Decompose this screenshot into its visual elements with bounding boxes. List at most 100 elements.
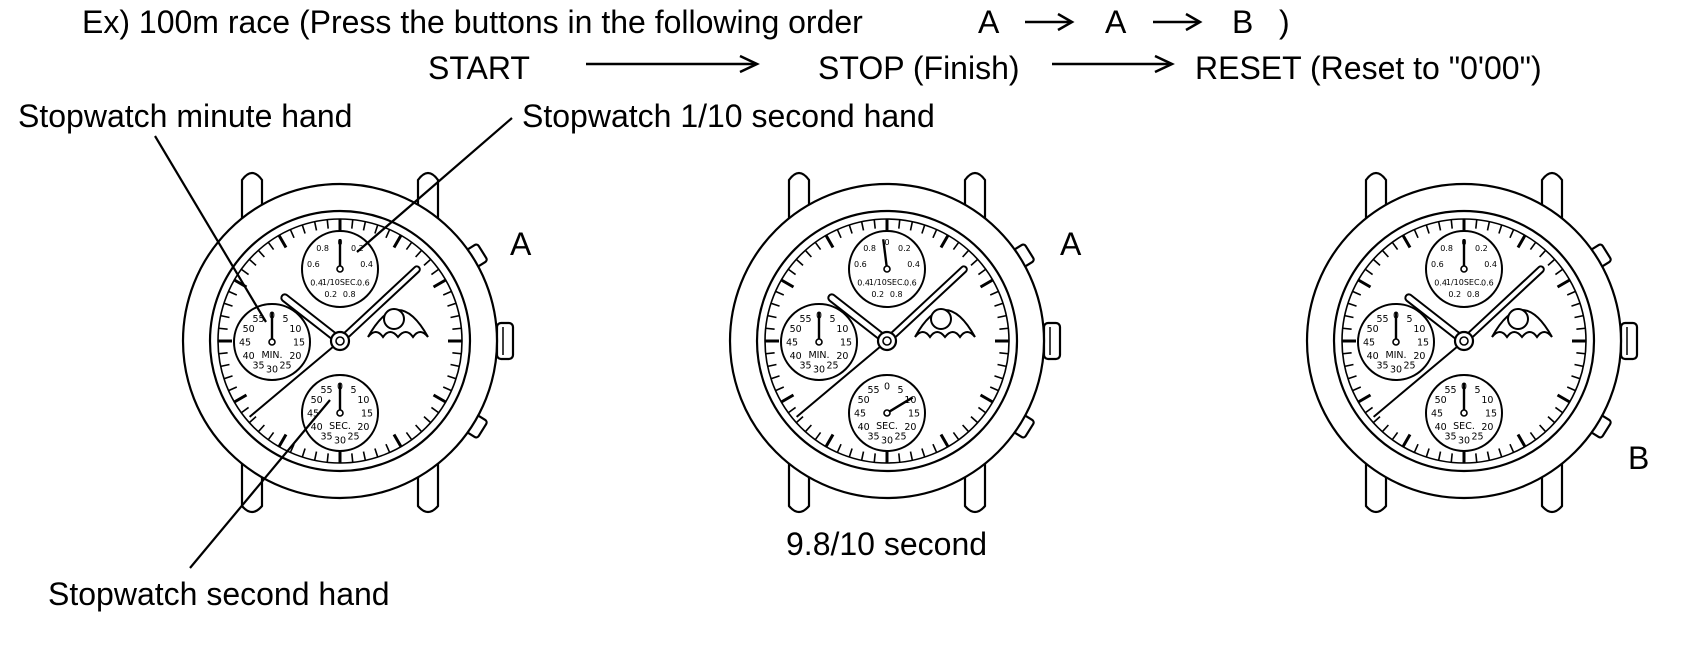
- tenth-subdial-label: 0.2: [871, 290, 884, 299]
- second-subdial-unit: SEC.: [876, 421, 898, 432]
- minute-subdial-label: 50: [790, 324, 802, 335]
- dial-tick: [814, 241, 822, 251]
- second-subdial-pin: [1460, 409, 1468, 417]
- dial-tick: [765, 352, 775, 355]
- dial-tick: [1401, 234, 1412, 249]
- tenth-subdial-label: 0.6: [1431, 260, 1444, 269]
- minute-subdial-label: 45: [786, 337, 798, 348]
- tenth-subdial-label: 0.8: [1440, 244, 1453, 253]
- minute-subdial-label: 45: [239, 337, 251, 348]
- dial-tick: [228, 386, 238, 392]
- dial-tick: [795, 416, 804, 424]
- order-arrow-1-icon: [1025, 12, 1075, 32]
- dial-tick: [989, 290, 999, 296]
- minute-subdial-label: 10: [1413, 324, 1425, 335]
- second-subdial-pin: [883, 409, 891, 417]
- label-minute-hand: Stopwatch minute hand: [18, 98, 353, 134]
- second-subdial-label: 40: [1435, 422, 1447, 433]
- dial-tick: [997, 314, 1007, 319]
- moon-icon: [383, 308, 405, 330]
- dial-tick: [1381, 249, 1389, 258]
- dial-tick: [1539, 424, 1547, 433]
- tenth-subdial: 00.20.40.60.80.20.40.60.81/10SEC.: [1425, 230, 1503, 308]
- dial-tick: [860, 221, 865, 231]
- center-pin-inner: [335, 336, 345, 346]
- dial-tick: [415, 249, 423, 258]
- tenth-subdial-label: 0.4: [857, 278, 870, 287]
- minute-subdial-label: 25: [1403, 361, 1415, 372]
- center-pin-inner: [882, 336, 892, 346]
- dial-tick: [921, 224, 926, 234]
- dial-tick: [432, 278, 447, 289]
- lug-bottom-0: [1364, 462, 1388, 514]
- seconds-hand: [1372, 340, 1465, 418]
- tenth-subdial-label: 0.4: [360, 260, 373, 269]
- tenth-subdial-label: 0.2: [1448, 290, 1461, 299]
- crown-icon: [1042, 321, 1062, 361]
- dial-tick: [1498, 448, 1503, 458]
- dial-tick: [1475, 219, 1478, 229]
- second-subdial-label: 35: [867, 432, 879, 443]
- tenth-subdial-label: 0.8: [316, 244, 329, 253]
- tenth-subdial-label: 0.8: [890, 290, 903, 299]
- tenth-subdial-label: 0.4: [1434, 278, 1447, 287]
- dial-tick: [1571, 302, 1581, 307]
- dial-tick: [767, 314, 777, 319]
- dial-tick: [1554, 268, 1564, 276]
- dial-tick: [374, 224, 379, 234]
- dial-tick: [909, 451, 914, 461]
- dial-tick: [787, 268, 797, 276]
- tenth-subdial-label: 0.6: [1481, 278, 1494, 287]
- watch-start: 0510152025303540455055MIN.05101520253035…: [181, 171, 515, 514]
- dial-tick: [824, 234, 835, 249]
- dial-tick: [432, 393, 447, 404]
- dial-tick: [932, 229, 938, 239]
- leader-lines: [154, 117, 513, 569]
- tenth-subdial-label: 0.6: [904, 278, 917, 287]
- tenth-subdial-label: 0.8: [1467, 290, 1480, 299]
- dial-tick: [385, 443, 391, 453]
- minute-subdial-unit: MIN.: [1385, 350, 1406, 361]
- step-reset: RESET (Reset to "0'00"): [1195, 50, 1542, 86]
- hour-hand-fill: [829, 295, 890, 344]
- dial-tick: [1475, 453, 1478, 463]
- dial-tick: [220, 314, 230, 319]
- dial-tick: [873, 453, 876, 463]
- lug-bottom-1: [1540, 462, 1564, 514]
- dial-tick: [848, 448, 853, 458]
- step-stop: STOP (Finish): [818, 50, 1020, 86]
- hour-hand-fill: [282, 295, 343, 344]
- second-subdial-label: 10: [1481, 395, 1493, 406]
- dial-tick: [952, 431, 960, 441]
- dial-tick: [939, 234, 950, 249]
- dial-tick: [351, 453, 354, 463]
- dial-tick: [775, 386, 785, 392]
- dial-tick: [824, 433, 835, 448]
- dial-tick: [351, 219, 354, 229]
- dial-tick: [1391, 241, 1399, 251]
- watch-2-button-label: A: [1060, 226, 1082, 262]
- order-close-paren: ): [1279, 4, 1290, 40]
- dial-tick: [430, 406, 440, 414]
- dial-tick: [1571, 375, 1581, 380]
- dial-tick: [1509, 443, 1515, 453]
- second-subdial-label: 15: [1485, 408, 1497, 419]
- dial-tick: [405, 241, 413, 251]
- dial-tick: [1498, 224, 1503, 234]
- minute-subdial-label: 40: [243, 351, 255, 362]
- dial-tick: [921, 448, 926, 458]
- dial-tick: [1372, 416, 1381, 424]
- dial-tick: [1450, 219, 1453, 229]
- dial-tick: [1364, 268, 1374, 276]
- dial-tick: [313, 451, 318, 461]
- second-subdial-label: 30: [1458, 435, 1470, 446]
- order-arrow-2-icon: [1153, 12, 1203, 32]
- crown-icon: [495, 321, 515, 361]
- tenth-subdial-unit: 1/10SEC.: [1446, 278, 1482, 287]
- dial-tick: [1554, 406, 1564, 414]
- step-arrow-2-icon: [1052, 54, 1175, 74]
- lug-top-1: [1540, 171, 1564, 222]
- order-button-2: A: [1105, 4, 1127, 40]
- dial-tick: [1547, 416, 1556, 424]
